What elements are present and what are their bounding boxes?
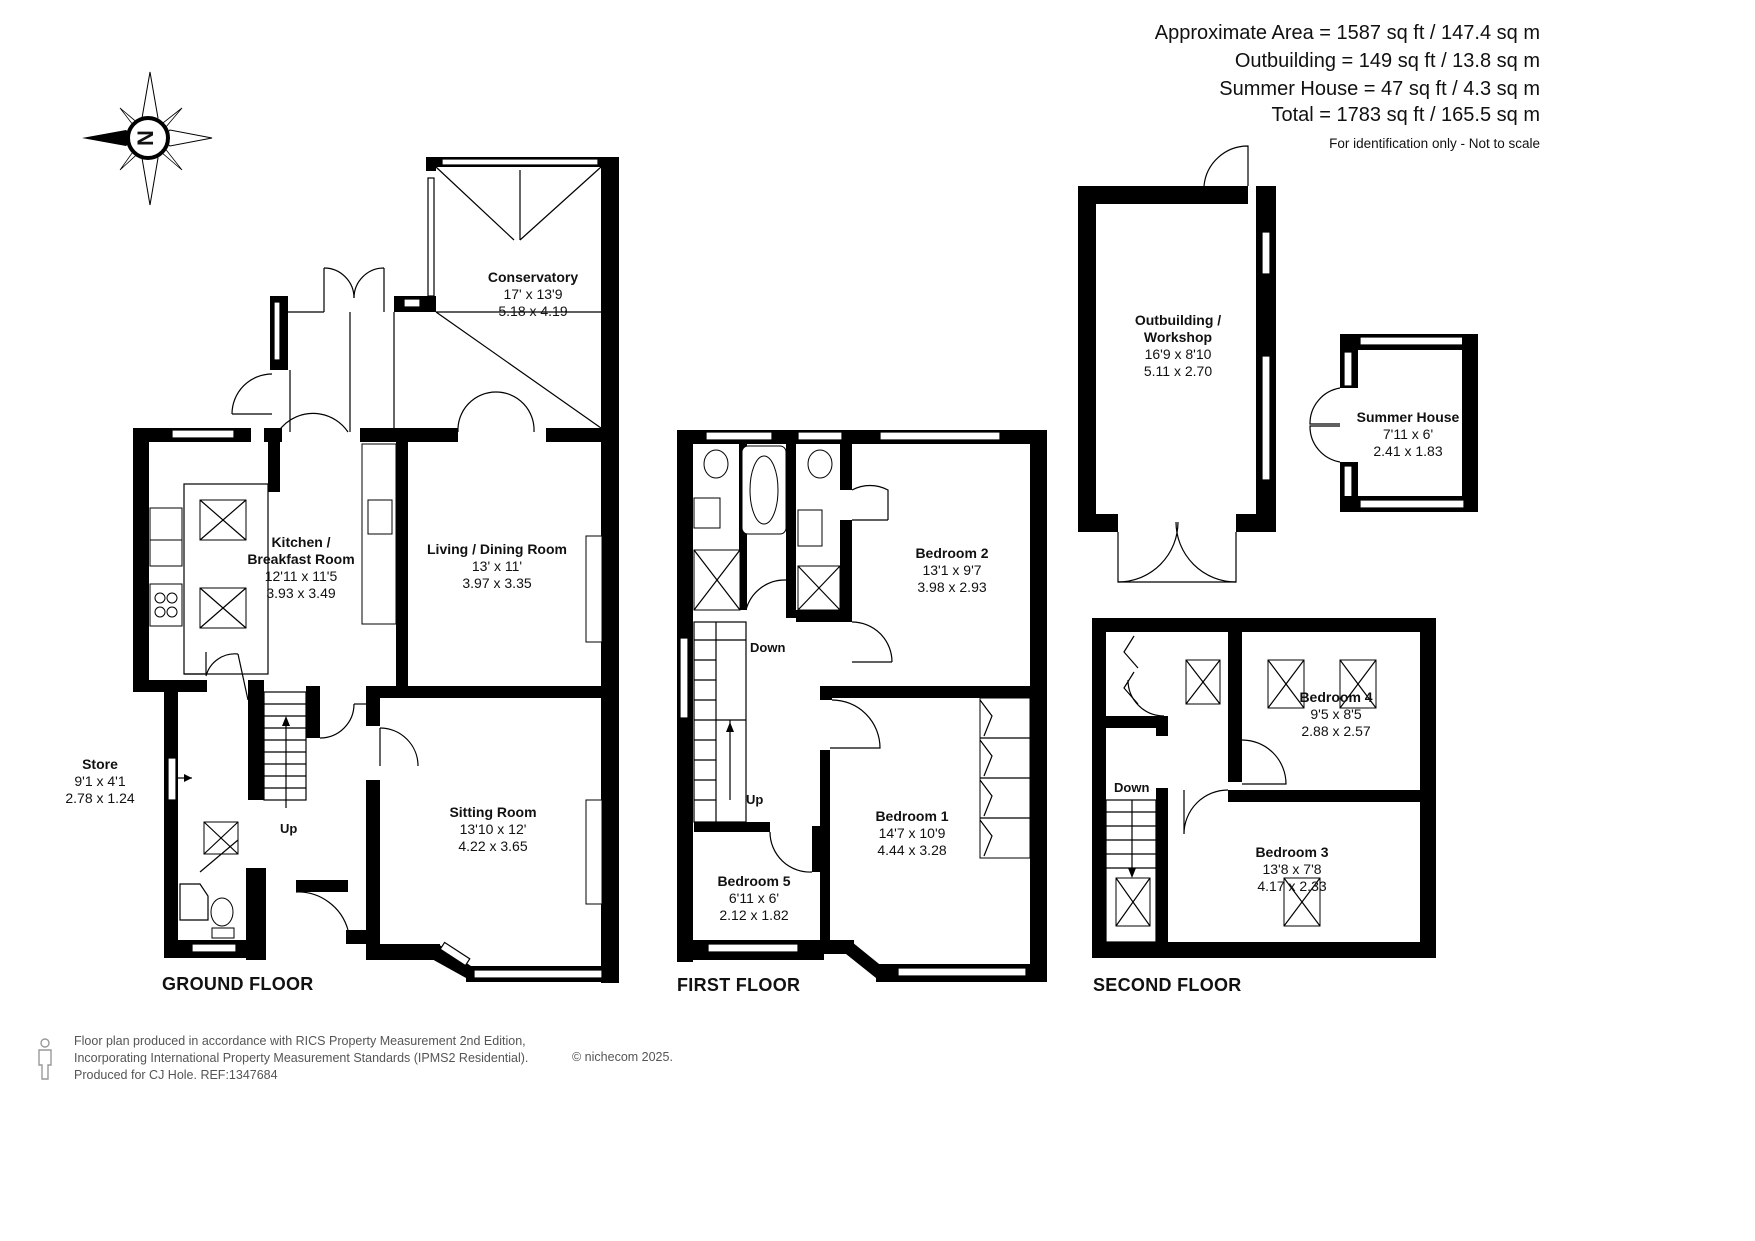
approximate-area: Approximate Area = 1587 sq ft / 147.4 sq… bbox=[1154, 22, 1540, 44]
room-metric: 3.97 x 3.35 bbox=[462, 575, 532, 591]
room-metric: 4.22 x 3.65 bbox=[458, 838, 528, 854]
room-label-summer-house: Summer House 7'11 x 6' 2.41 x 1.83 bbox=[1357, 409, 1460, 460]
first-floor-plan bbox=[677, 430, 1047, 982]
room-imperial: 9'5 x 8'5 bbox=[1310, 706, 1362, 722]
second-floor-plan bbox=[1092, 618, 1436, 958]
room-name: Summer House bbox=[1356, 409, 1460, 425]
room-name: Outbuilding / bbox=[1134, 312, 1222, 328]
summer-house-area: Summer House = 47 sq ft / 4.3 sq m bbox=[1219, 78, 1540, 100]
room-imperial: 16'9 x 8'10 bbox=[1144, 346, 1212, 362]
room-imperial: 13'8 x 7'8 bbox=[1262, 861, 1322, 877]
room-imperial: 12'11 x 11'5 bbox=[264, 568, 338, 584]
room-name: Bedroom 4 bbox=[1299, 689, 1373, 705]
room-imperial: 17' x 13'9 bbox=[503, 286, 563, 302]
room-name: Kitchen / bbox=[271, 534, 331, 550]
room-name: Bedroom 1 bbox=[875, 808, 949, 824]
room-metric: 2.88 x 2.57 bbox=[1301, 723, 1371, 739]
outbuilding-area: Outbuilding = 149 sq ft / 13.8 sq m bbox=[1234, 50, 1540, 72]
room-imperial: 7'11 x 6' bbox=[1382, 426, 1434, 442]
room-metric: 3.98 x 2.93 bbox=[917, 579, 987, 595]
room-name: Bedroom 5 bbox=[717, 873, 791, 889]
copyright-text: © nichecom 2025. bbox=[572, 1050, 673, 1064]
room-name-2: Breakfast Room bbox=[247, 551, 355, 567]
summer-house-plan bbox=[1309, 334, 1478, 512]
first-floor-title: FIRST FLOOR bbox=[677, 975, 801, 995]
compass-rose-icon bbox=[82, 71, 213, 206]
room-label-bedroom-3: Bedroom 3 13'8 x 7'8 4.17 x 2.33 bbox=[1255, 844, 1328, 895]
room-label-store: Store 9'1 x 4'1 2.78 x 1.24 bbox=[65, 756, 134, 807]
footer-line-1: Floor plan produced in accordance with R… bbox=[74, 1034, 526, 1048]
room-name: Bedroom 3 bbox=[1255, 844, 1329, 860]
room-metric: 3.93 x 3.49 bbox=[266, 585, 336, 601]
room-name: Sitting Room bbox=[449, 804, 537, 820]
room-imperial: 6'11 x 6' bbox=[728, 890, 780, 906]
total-area: Total = 1783 sq ft / 165.5 sq m bbox=[1271, 104, 1541, 126]
room-label-bedroom-1: Bedroom 1 14'7 x 10'9 4.44 x 3.28 bbox=[875, 808, 948, 859]
room-label-conservatory: Conservatory 17' x 13'9 5.18 x 4.19 bbox=[488, 269, 578, 320]
room-imperial: 13' x 11' bbox=[471, 558, 523, 574]
ground-floor-plan bbox=[133, 157, 619, 983]
ground-floor-title: GROUND FLOOR bbox=[162, 974, 314, 994]
stairs-up-ground-label: Up bbox=[280, 821, 298, 836]
room-metric: 2.12 x 1.82 bbox=[719, 907, 789, 923]
stairs-down-first-label: Down bbox=[750, 640, 786, 655]
stairs-up-first-label: Up bbox=[746, 792, 764, 807]
footer-line-2: Incorporating International Property Mea… bbox=[74, 1051, 529, 1065]
room-metric: 5.11 x 2.70 bbox=[1143, 363, 1213, 379]
room-imperial: 13'10 x 12' bbox=[459, 821, 527, 837]
room-name-2: Workshop bbox=[1143, 329, 1213, 345]
disclaimer-note: For identification only - Not to scale bbox=[1329, 136, 1540, 151]
second-floor-title: SECOND FLOOR bbox=[1093, 975, 1242, 995]
footer-text: Floor plan produced in accordance with R… bbox=[74, 1033, 528, 1084]
room-name: Living / Dining Room bbox=[427, 541, 567, 557]
outbuilding-plan bbox=[1078, 145, 1276, 583]
room-name: Bedroom 2 bbox=[915, 545, 989, 561]
stairs-down-second-label: Down bbox=[1114, 780, 1150, 795]
room-metric: 4.17 x 2.33 bbox=[1257, 878, 1327, 894]
compass-north-label: N bbox=[132, 130, 158, 146]
room-label-living-dining: Living / Dining Room 13' x 11' 3.97 x 3.… bbox=[427, 541, 567, 592]
room-label-kitchen: Kitchen / Breakfast Room 12'11 x 11'5 3.… bbox=[247, 534, 354, 602]
room-imperial: 9'1 x 4'1 bbox=[74, 773, 126, 789]
room-label-bedroom-2: Bedroom 2 13'1 x 9'7 3.98 x 2.93 bbox=[915, 545, 988, 596]
room-metric: 4.44 x 3.28 bbox=[877, 842, 947, 858]
room-metric: 2.41 x 1.83 bbox=[1373, 443, 1443, 459]
room-label-sitting-room: Sitting Room 13'10 x 12' 4.22 x 3.65 bbox=[449, 804, 536, 855]
room-label-bedroom-5: Bedroom 5 6'11 x 6' 2.12 x 1.82 bbox=[717, 873, 790, 924]
room-imperial: 13'1 x 9'7 bbox=[922, 562, 982, 578]
room-metric: 5.18 x 4.19 bbox=[498, 303, 568, 319]
room-name: Store bbox=[82, 756, 118, 772]
room-label-bedroom-4: Bedroom 4 9'5 x 8'5 2.88 x 2.57 bbox=[1299, 689, 1372, 740]
room-imperial: 14'7 x 10'9 bbox=[878, 825, 946, 841]
room-label-outbuilding: Outbuilding / Workshop 16'9 x 8'10 5.11 … bbox=[1135, 312, 1221, 380]
floor-plan-drawing: .w { fill: #000; } .thin { stroke: #000;… bbox=[82, 71, 1478, 983]
footer-line-3: Produced for CJ Hole. REF:1347684 bbox=[74, 1068, 278, 1082]
room-metric: 2.78 x 1.24 bbox=[65, 790, 135, 806]
room-name: Conservatory bbox=[487, 269, 579, 285]
person-scale-icon bbox=[38, 1038, 52, 1080]
